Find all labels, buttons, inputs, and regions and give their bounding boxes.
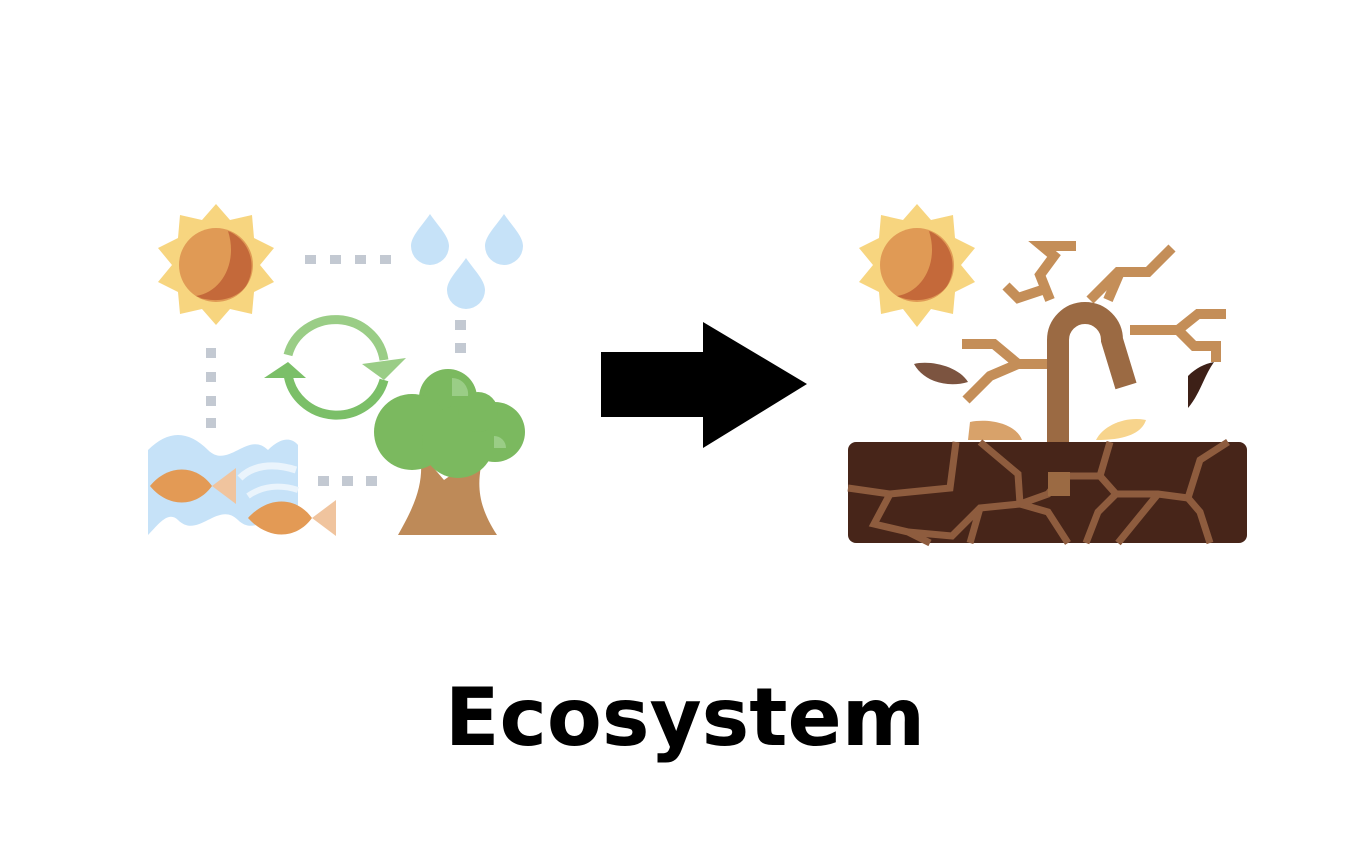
cycle-arrows-icon — [264, 315, 406, 420]
healthy-ecosystem-icon — [148, 204, 525, 536]
sun-icon — [158, 204, 274, 325]
falling-leaves-icon — [914, 362, 1214, 440]
water-drops-icon — [411, 214, 523, 309]
dotted-connector-lines — [206, 255, 466, 486]
sun-icon-right — [859, 204, 975, 327]
dead-ecosystem-icon — [847, 204, 1247, 547]
dead-tree-icon — [962, 241, 1226, 470]
fish-icon — [150, 468, 336, 536]
tree-icon — [374, 369, 525, 535]
right-arrow-icon — [601, 322, 807, 448]
diagram-caption: Ecosystem — [444, 671, 926, 764]
cracked-soil-icon — [847, 439, 1247, 547]
